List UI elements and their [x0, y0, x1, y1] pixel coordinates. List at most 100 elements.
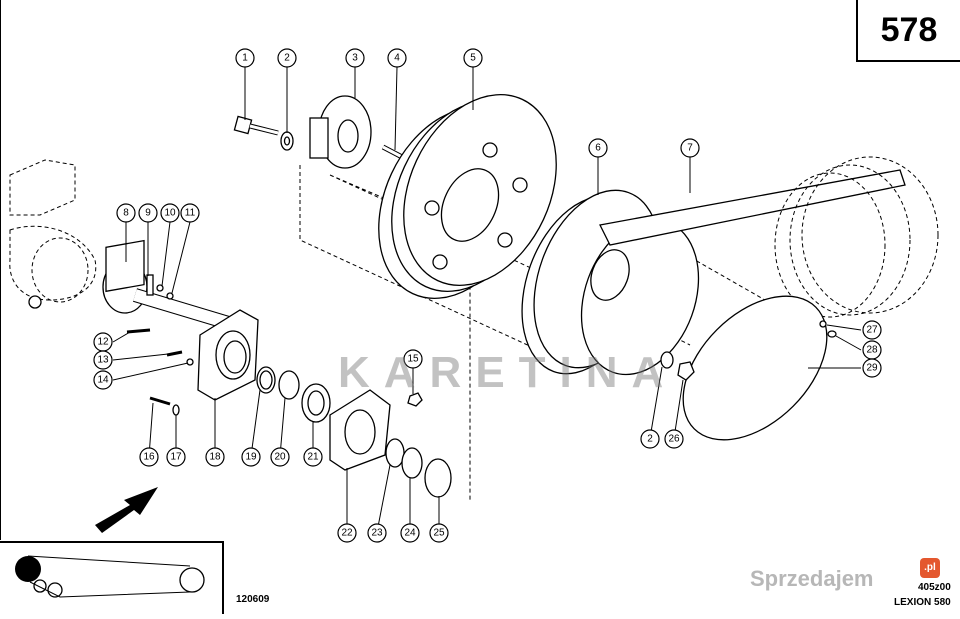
schematic-belt-layout	[15, 555, 205, 598]
callout-8: 8	[116, 203, 136, 223]
part-washer-17	[172, 404, 180, 416]
part-locknut-25	[424, 458, 452, 498]
part-bolt-27	[819, 320, 827, 328]
part-washer-2b	[660, 351, 674, 369]
part-flange-22	[329, 389, 391, 471]
drawing-number: 120609	[236, 594, 270, 605]
part-bush-20	[278, 370, 300, 400]
svg-text:25: 25	[433, 528, 445, 539]
callout-10: 10	[160, 203, 180, 223]
page-number: 578	[856, 0, 960, 62]
svg-text:6: 6	[595, 143, 601, 154]
part-bolt-16	[149, 396, 171, 406]
part-flange-18	[197, 309, 259, 401]
callout-23: 23	[367, 523, 387, 543]
svg-text:3: 3	[352, 53, 358, 64]
svg-text:24: 24	[404, 528, 416, 539]
svg-text:5: 5	[470, 53, 476, 64]
svg-text:21: 21	[307, 452, 319, 463]
callout-3: 3	[345, 48, 365, 68]
callout-29: 29	[862, 358, 882, 378]
callout-16: 16	[139, 447, 159, 467]
svg-text:22: 22	[341, 528, 353, 539]
direction-arrow	[95, 487, 158, 533]
svg-text:8: 8	[123, 208, 129, 219]
svg-text:23: 23	[371, 528, 383, 539]
svg-text:4: 4	[394, 53, 400, 64]
svg-text:13: 13	[97, 355, 109, 366]
callout-9: 9	[138, 203, 158, 223]
reference-code: 405z00	[918, 582, 951, 593]
part-ring-23	[385, 438, 405, 468]
part-pulley-5	[378, 94, 557, 299]
watermark-text: KARETINA	[338, 348, 678, 397]
callout-28: 28	[862, 340, 882, 360]
callout-4: 4	[387, 48, 407, 68]
callout-15: 15	[403, 349, 423, 369]
callout-group: 1 2 3 4 5 6 7 8 9 10 11 12 13 14 15 16 1…	[93, 48, 882, 543]
callout-2-lower: 2	[640, 429, 660, 449]
callout-20: 20	[270, 447, 290, 467]
svg-text:1: 1	[242, 53, 248, 64]
ghost-pulley	[801, 156, 939, 314]
callout-25: 25	[429, 523, 449, 543]
svg-text:2: 2	[647, 434, 653, 445]
machine-frame	[9, 159, 97, 309]
schematic-inset-box	[0, 541, 224, 614]
svg-text:26: 26	[668, 434, 680, 445]
part-hub-3	[309, 95, 372, 169]
part-washer-28	[827, 330, 837, 338]
leader-lines	[112, 66, 862, 533]
svg-text:9: 9	[145, 208, 151, 219]
callout-14: 14	[93, 370, 113, 390]
svg-text:17: 17	[170, 452, 182, 463]
part-bolt-11	[166, 292, 174, 300]
callout-26: 26	[664, 429, 684, 449]
svg-text:18: 18	[209, 452, 221, 463]
callout-2: 2	[277, 48, 297, 68]
part-cover-29	[682, 295, 828, 441]
callout-17: 17	[166, 447, 186, 467]
callout-21: 21	[303, 447, 323, 467]
part-shaft-housing-8	[102, 239, 238, 332]
svg-text:11: 11	[185, 208, 196, 219]
site-watermark: Sprzedajem	[750, 566, 874, 591]
part-belt-7	[599, 169, 906, 246]
svg-text:7: 7	[687, 143, 693, 154]
svg-text:10: 10	[164, 208, 176, 219]
part-bolt-12	[126, 328, 151, 334]
callout-24: 24	[400, 523, 420, 543]
svg-text:14: 14	[97, 375, 109, 386]
part-washer-14	[186, 358, 194, 366]
callout-27: 27	[862, 320, 882, 340]
callout-13: 13	[93, 350, 113, 370]
callout-11: 11	[180, 203, 200, 223]
svg-text:12: 12	[97, 337, 109, 348]
callout-19: 19	[241, 447, 261, 467]
part-bolt-13	[166, 350, 183, 357]
svg-text:20: 20	[274, 452, 286, 463]
part-nut-26	[677, 361, 695, 381]
part-nipple-15	[407, 392, 423, 407]
callout-1: 1	[235, 48, 255, 68]
callout-18: 18	[205, 447, 225, 467]
part-bolt-1	[233, 115, 279, 136]
svg-text:15: 15	[407, 354, 419, 365]
svg-text:2: 2	[284, 53, 290, 64]
part-nut-10	[156, 284, 164, 292]
callout-6: 6	[588, 138, 608, 158]
callout-12: 12	[93, 332, 113, 352]
part-ring-24	[401, 447, 423, 479]
callout-7: 7	[680, 138, 700, 158]
machine-model: LEXION 580	[894, 597, 951, 608]
svg-text:19: 19	[245, 452, 257, 463]
callout-22: 22	[337, 523, 357, 543]
svg-text:16: 16	[143, 452, 155, 463]
callout-5: 5	[463, 48, 483, 68]
part-key-9	[146, 274, 154, 296]
svg-text:29: 29	[866, 363, 878, 374]
svg-text:28: 28	[866, 345, 878, 356]
site-badge: .pl	[920, 558, 940, 578]
